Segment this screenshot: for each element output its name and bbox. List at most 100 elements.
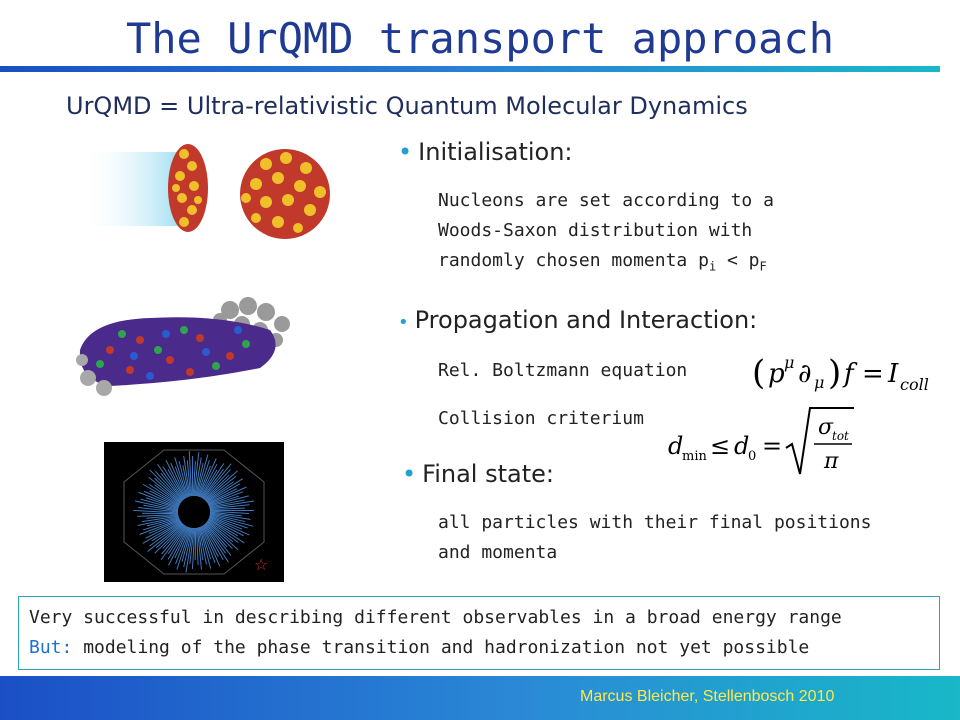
particle-track xyxy=(209,513,246,523)
slide-title: The UrQMD transport approach xyxy=(125,14,834,63)
heading-propagation: •Propagation and Interaction: xyxy=(398,306,757,334)
particle-track xyxy=(205,481,235,502)
final-state-text: all particles with their final positions… xyxy=(438,508,871,568)
particle-track xyxy=(162,524,185,549)
particle-track xyxy=(197,465,211,497)
particle-track xyxy=(145,520,181,539)
summary-line-1: Very successful in describing different … xyxy=(29,607,842,628)
particle-track xyxy=(207,518,245,544)
svg-text:tot: tot xyxy=(832,429,849,443)
particle-track xyxy=(199,463,218,498)
particle-track xyxy=(188,451,192,497)
event-display-illustration: ☆ xyxy=(104,442,284,582)
particle-track xyxy=(207,520,234,543)
svg-text:coll: coll xyxy=(900,375,929,394)
particle-track xyxy=(202,463,232,499)
summary-but-label: But: xyxy=(29,637,73,658)
particle-track xyxy=(149,522,183,547)
particle-track xyxy=(196,454,209,497)
particle-track xyxy=(208,491,244,506)
svg-text:(: ( xyxy=(752,353,765,393)
particle-track xyxy=(157,464,184,501)
particle-track xyxy=(209,500,255,509)
particle-track xyxy=(165,459,186,499)
nuclei-illustration xyxy=(80,144,330,239)
svg-text:π: π xyxy=(823,449,839,474)
particle-track xyxy=(195,462,204,497)
particle-track xyxy=(186,460,192,497)
particle-track xyxy=(154,477,182,503)
particle-track xyxy=(196,527,199,565)
detector-octagon xyxy=(123,449,265,575)
particle-track xyxy=(185,527,194,573)
collision-criterium-formula: d min ≤ d 0 = σ tot π xyxy=(668,407,854,475)
particle-track xyxy=(147,522,183,552)
svg-text:d: d xyxy=(734,432,749,460)
particle-track xyxy=(196,460,210,497)
boltzmann-formula: ( p μ ∂ μ ) f = I coll xyxy=(752,353,929,394)
svg-text:min: min xyxy=(682,449,707,464)
particle-track xyxy=(132,509,179,514)
particle-track xyxy=(140,498,179,510)
particle-track xyxy=(206,521,239,551)
particle-track xyxy=(161,525,186,555)
particle-track xyxy=(189,527,195,564)
particle-track xyxy=(205,522,228,548)
particle-track xyxy=(200,469,218,498)
particle-track xyxy=(154,484,181,505)
footer-bar xyxy=(0,676,960,720)
svg-text:≤: ≤ xyxy=(710,432,730,460)
particle-track xyxy=(148,519,181,534)
particle-track xyxy=(170,463,187,499)
particle-track xyxy=(182,465,190,497)
particle-track xyxy=(176,527,192,570)
particle-track xyxy=(209,512,251,521)
particle-track xyxy=(142,483,180,506)
particle-track xyxy=(178,461,189,498)
particle-track xyxy=(209,507,245,510)
particle-track xyxy=(141,515,179,523)
particle-track xyxy=(201,468,224,499)
particle-track xyxy=(174,527,190,559)
particle-track xyxy=(200,526,212,560)
particle-track xyxy=(146,517,180,527)
logo-star-icon: ☆ xyxy=(254,555,268,574)
svg-text:=: = xyxy=(762,432,782,460)
bullet-dot: • xyxy=(398,138,413,166)
beam-pipe-core xyxy=(178,496,210,528)
heading-initialisation: •Initialisation: xyxy=(398,138,573,166)
collision-illustration xyxy=(76,297,290,396)
particle-track xyxy=(143,490,179,508)
particle-track xyxy=(208,495,240,506)
particle-track xyxy=(181,527,192,562)
particle-track xyxy=(199,526,212,569)
particle-track xyxy=(167,469,186,500)
collision-criterium-text: Collision criterium xyxy=(438,408,644,429)
final-line-2: and momenta xyxy=(438,542,558,563)
heading-final-state: •Final state: xyxy=(402,460,554,488)
particle-track xyxy=(155,523,184,549)
particle-track xyxy=(155,470,183,502)
svg-text:μ: μ xyxy=(784,353,794,372)
heading-initialisation-text: Initialisation: xyxy=(418,138,573,166)
particle-track xyxy=(201,525,221,567)
particle-track xyxy=(198,527,208,565)
initialisation-text: Nucleons are set according to a Woods-Sa… xyxy=(438,186,774,282)
particle-track xyxy=(151,521,182,542)
particle-track xyxy=(149,469,182,503)
bullet-dot: • xyxy=(402,460,417,488)
particle-track xyxy=(200,526,216,564)
particle-track xyxy=(204,523,232,556)
particle-track xyxy=(174,457,188,498)
particle-track xyxy=(142,518,180,531)
heading-final-state-text: Final state: xyxy=(422,460,554,488)
boltzmann-text: Rel. Boltzmann equation xyxy=(438,360,688,381)
particle-track xyxy=(162,466,185,500)
particle-track xyxy=(134,500,179,511)
particle-track xyxy=(137,516,179,526)
particle-track xyxy=(209,514,254,527)
summary-line-2-text: modeling of the phase transition and had… xyxy=(72,637,810,658)
particle-track xyxy=(209,504,250,510)
particle-track xyxy=(206,483,241,504)
svg-text:=: = xyxy=(862,359,884,389)
